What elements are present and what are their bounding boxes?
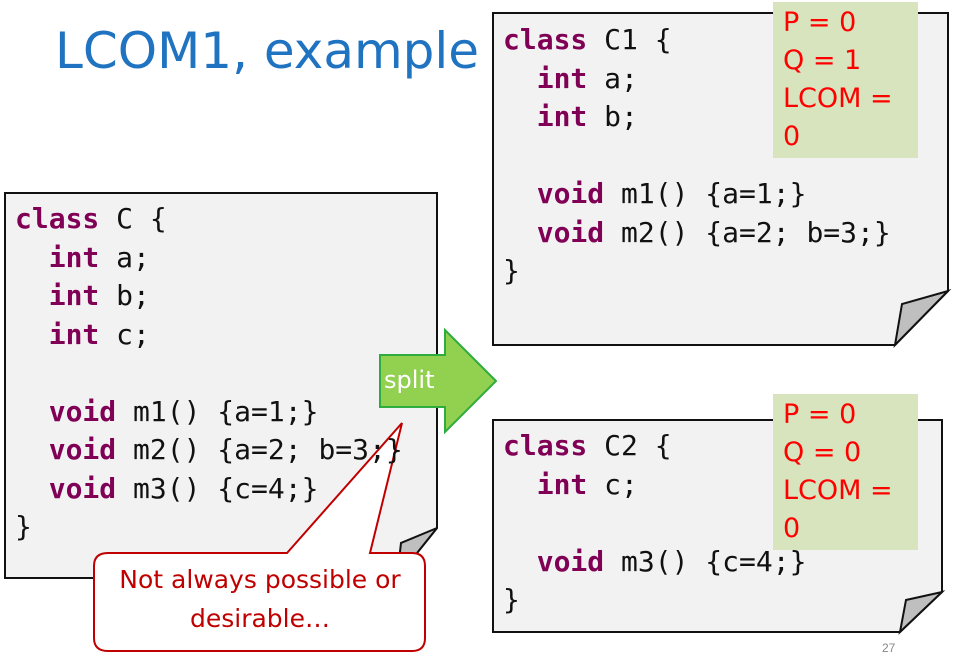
code-text: C {	[99, 202, 167, 235]
code-line: int c;	[503, 466, 806, 505]
code-line	[503, 504, 806, 543]
code-line: class C2 {	[503, 427, 806, 466]
code-keyword: void	[503, 544, 605, 578]
code-line: int b;	[15, 277, 403, 316]
page-number: 27	[882, 641, 896, 655]
callout-shape	[93, 422, 426, 652]
code-text	[503, 506, 520, 539]
code-line: void m1() {a=1;}	[503, 175, 891, 214]
class-c2-metrics: P = 0 Q = 0 LCOM = 0	[773, 394, 918, 550]
code-text: C2 {	[587, 429, 672, 462]
metric-line: LCOM = 0	[783, 83, 893, 152]
code-keyword: class	[503, 429, 588, 462]
original-class-code: class C { int a; int b; int c; void m1()…	[15, 200, 403, 547]
code-text: b;	[587, 100, 638, 133]
code-line: }	[503, 581, 806, 620]
code-keyword: void	[503, 215, 605, 249]
code-keyword: int	[503, 100, 588, 133]
code-keyword: class	[15, 202, 100, 235]
code-line: class C {	[15, 200, 403, 239]
metric-line: LCOM = 0	[783, 475, 893, 544]
code-line	[15, 354, 403, 393]
metric-line: Q = 1	[783, 45, 862, 76]
code-text: m3() {c=4;}	[116, 471, 319, 505]
callout-text: Not always possible or desirable…	[119, 565, 401, 633]
metric-line: P = 0	[783, 7, 857, 38]
code-text: m1() {a=1;}	[604, 177, 807, 210]
split-arrow	[379, 327, 498, 435]
code-keyword: class	[503, 23, 588, 56]
code-line: }	[15, 508, 403, 547]
class-c1-metrics: P = 0 Q = 1 LCOM = 0	[773, 2, 918, 158]
code-keyword: void	[15, 394, 117, 428]
code-line: void m2() {a=2; b=3;}	[503, 214, 891, 253]
code-text: }	[503, 583, 520, 616]
code-text: m2() {a=2; b=3;}	[116, 433, 403, 466]
code-text	[503, 139, 520, 172]
code-keyword: int	[503, 61, 588, 95]
code-line: int c;	[15, 316, 403, 355]
code-text: m1() {a=1;}	[116, 394, 319, 428]
class-c2-code: class C2 { int c; void m3() {c=4;}}	[503, 427, 806, 620]
code-line: }	[503, 252, 891, 291]
split-label: split	[384, 366, 435, 394]
code-text: a;	[587, 61, 638, 95]
code-text	[15, 356, 32, 389]
code-text: c;	[99, 317, 150, 351]
code-keyword: void	[15, 471, 117, 505]
code-text: }	[503, 254, 520, 287]
metric-line: Q = 0	[783, 437, 862, 468]
code-text: C1 {	[587, 23, 672, 56]
metric-line: P = 0	[783, 399, 857, 430]
code-text: b;	[99, 279, 150, 312]
code-keyword: int	[15, 317, 100, 351]
code-line: int a;	[503, 60, 891, 99]
code-keyword: int	[503, 467, 588, 501]
code-line: void m3() {c=4;}	[503, 543, 807, 582]
class-c1-code: class C1 { int a; int b; void m1() {a=1;…	[503, 21, 891, 291]
code-line: class C1 {	[503, 21, 891, 60]
code-keyword: int	[15, 240, 100, 274]
code-line: int b;	[503, 98, 891, 137]
code-keyword: void	[503, 177, 605, 210]
code-keyword: int	[15, 279, 100, 312]
code-keyword: void	[15, 433, 117, 466]
code-text: c;	[587, 467, 638, 501]
code-line: void m1() {a=1;}	[15, 393, 403, 432]
code-text: }	[15, 510, 32, 543]
code-line: int a;	[15, 239, 403, 278]
code-line: void m3() {c=4;}	[15, 470, 403, 509]
code-text: a;	[99, 240, 150, 274]
slide-title: LCOM1, example	[55, 22, 480, 80]
code-text: m2() {a=2; b=3;}	[604, 215, 891, 249]
code-text: m3() {c=4;}	[604, 544, 807, 578]
code-line: void m2() {a=2; b=3;}	[15, 431, 403, 470]
